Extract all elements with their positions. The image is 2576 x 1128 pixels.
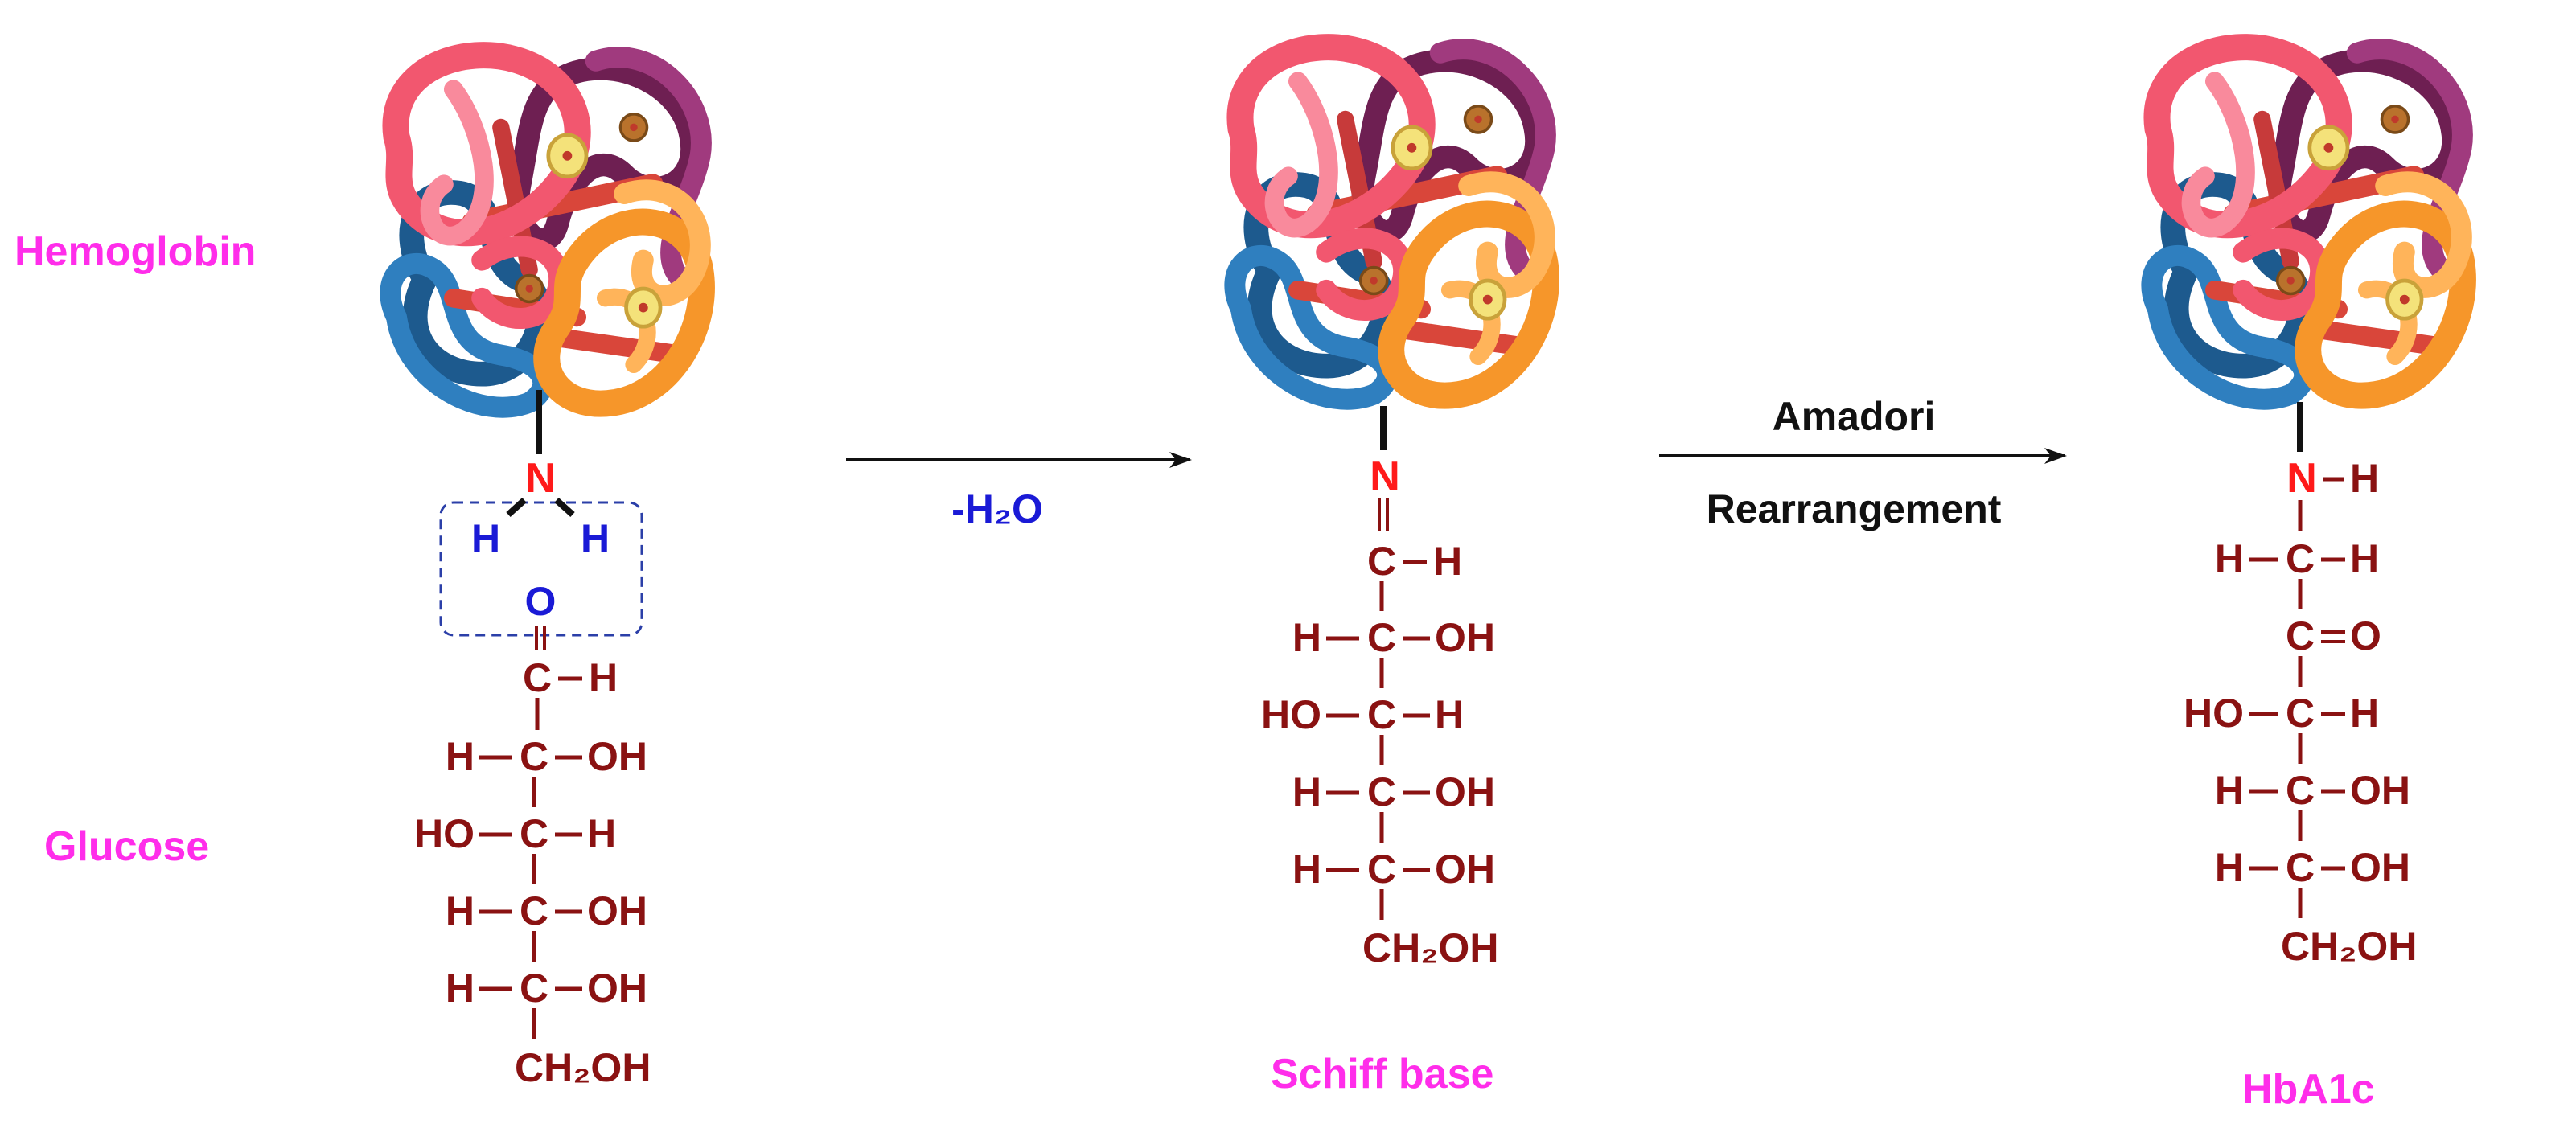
dehydration-label: -H₂O [951, 486, 1043, 531]
row-3-center: C [1367, 692, 1396, 737]
amine-hydrogen-right: H [581, 516, 610, 561]
row-5-center: C [520, 966, 548, 1011]
row-2-right: O [2350, 613, 2381, 658]
row-3-left: HO [414, 811, 475, 856]
row-5-left: H [2215, 845, 2244, 890]
row-3-right: H [2350, 691, 2379, 736]
row-4-center: C [2286, 768, 2315, 813]
row-3-right: H [587, 811, 616, 856]
row-3-left: HO [1261, 692, 1321, 737]
row-5-center: C [1367, 847, 1396, 892]
terminal-group: CH₂OH [2281, 924, 2417, 969]
row-4-left: H [2215, 768, 2244, 813]
hemoglobin-label: Hemoglobin [14, 228, 256, 275]
row-4-center: C [1367, 769, 1396, 814]
rearrangement-label: Rearrangement [1707, 486, 2002, 531]
row-2-right: OH [587, 734, 647, 779]
row-2-left: H [446, 734, 475, 779]
row-4-right: OH [587, 888, 647, 933]
row-4-center: C [520, 888, 548, 933]
row-3-center: C [520, 811, 548, 856]
row-1-right: H [589, 655, 618, 700]
hemoglobin-protein-icon [390, 55, 701, 408]
row-1-right: H [2350, 536, 2379, 581]
row-4-right: OH [1435, 769, 1495, 814]
row-2-center: C [520, 734, 548, 779]
row-4-left: H [446, 888, 475, 933]
row-5-right: OH [1435, 847, 1495, 892]
row-1-right: H [1433, 539, 1462, 584]
amine-nitrogen: N [525, 455, 556, 502]
amine-hydrogen-left: H [471, 516, 500, 561]
hemoglobin-protein-icon [1235, 47, 1546, 400]
carbonyl-oxygen: O [525, 579, 557, 624]
row-4-left: H [1292, 769, 1321, 814]
row-1-left: H [2215, 536, 2244, 581]
row-3-right: H [1435, 692, 1464, 737]
row-2-center: C [1367, 615, 1396, 660]
row-5-right: OH [2350, 845, 2410, 890]
row-1-center: C [1367, 539, 1396, 584]
hba1c-structure: N H H C H C O HO C H H C OH H C OH CH₂OH [2184, 402, 2417, 969]
row-5-left: H [446, 966, 475, 1011]
row-1-center: C [2286, 536, 2315, 581]
schiff-base-label: Schiff base [1271, 1051, 1493, 1097]
row-1-center: C [523, 655, 552, 700]
amadori-label: Amadori [1773, 394, 1936, 439]
schiff-base-structure: N C H H C OH HO C H H C OH H C OH CH₂OH [1261, 406, 1498, 970]
row-2-center: C [2286, 613, 2315, 658]
row-2-right: OH [1435, 615, 1495, 660]
dehydration-arrow: -H₂O [846, 452, 1192, 531]
glucose-structure: N H H O C H H C OH HO C H H C OH H C [414, 390, 651, 1090]
row-3-center: C [2286, 691, 2315, 736]
glucose-label: Glucose [44, 823, 209, 870]
hba1c-label: HbA1c [2242, 1066, 2375, 1113]
amine-hydrogen: H [2350, 456, 2379, 501]
imine-nitrogen: N [1370, 453, 1400, 500]
terminal-group: CH₂OH [1362, 925, 1498, 970]
amine-nitrogen: N [2286, 455, 2317, 502]
terminal-group: CH₂OH [515, 1045, 651, 1090]
hemoglobin-protein-icon [2151, 47, 2463, 400]
row-4-right: OH [2350, 768, 2410, 813]
condensation-box [439, 501, 643, 637]
row-5-left: H [1292, 847, 1321, 892]
row-2-left: H [1292, 615, 1321, 660]
row-5-right: OH [587, 966, 647, 1011]
row-3-left: HO [2184, 691, 2244, 736]
row-5-center: C [2286, 845, 2315, 890]
amadori-arrow: Amadori Rearrangement [1659, 394, 2067, 531]
